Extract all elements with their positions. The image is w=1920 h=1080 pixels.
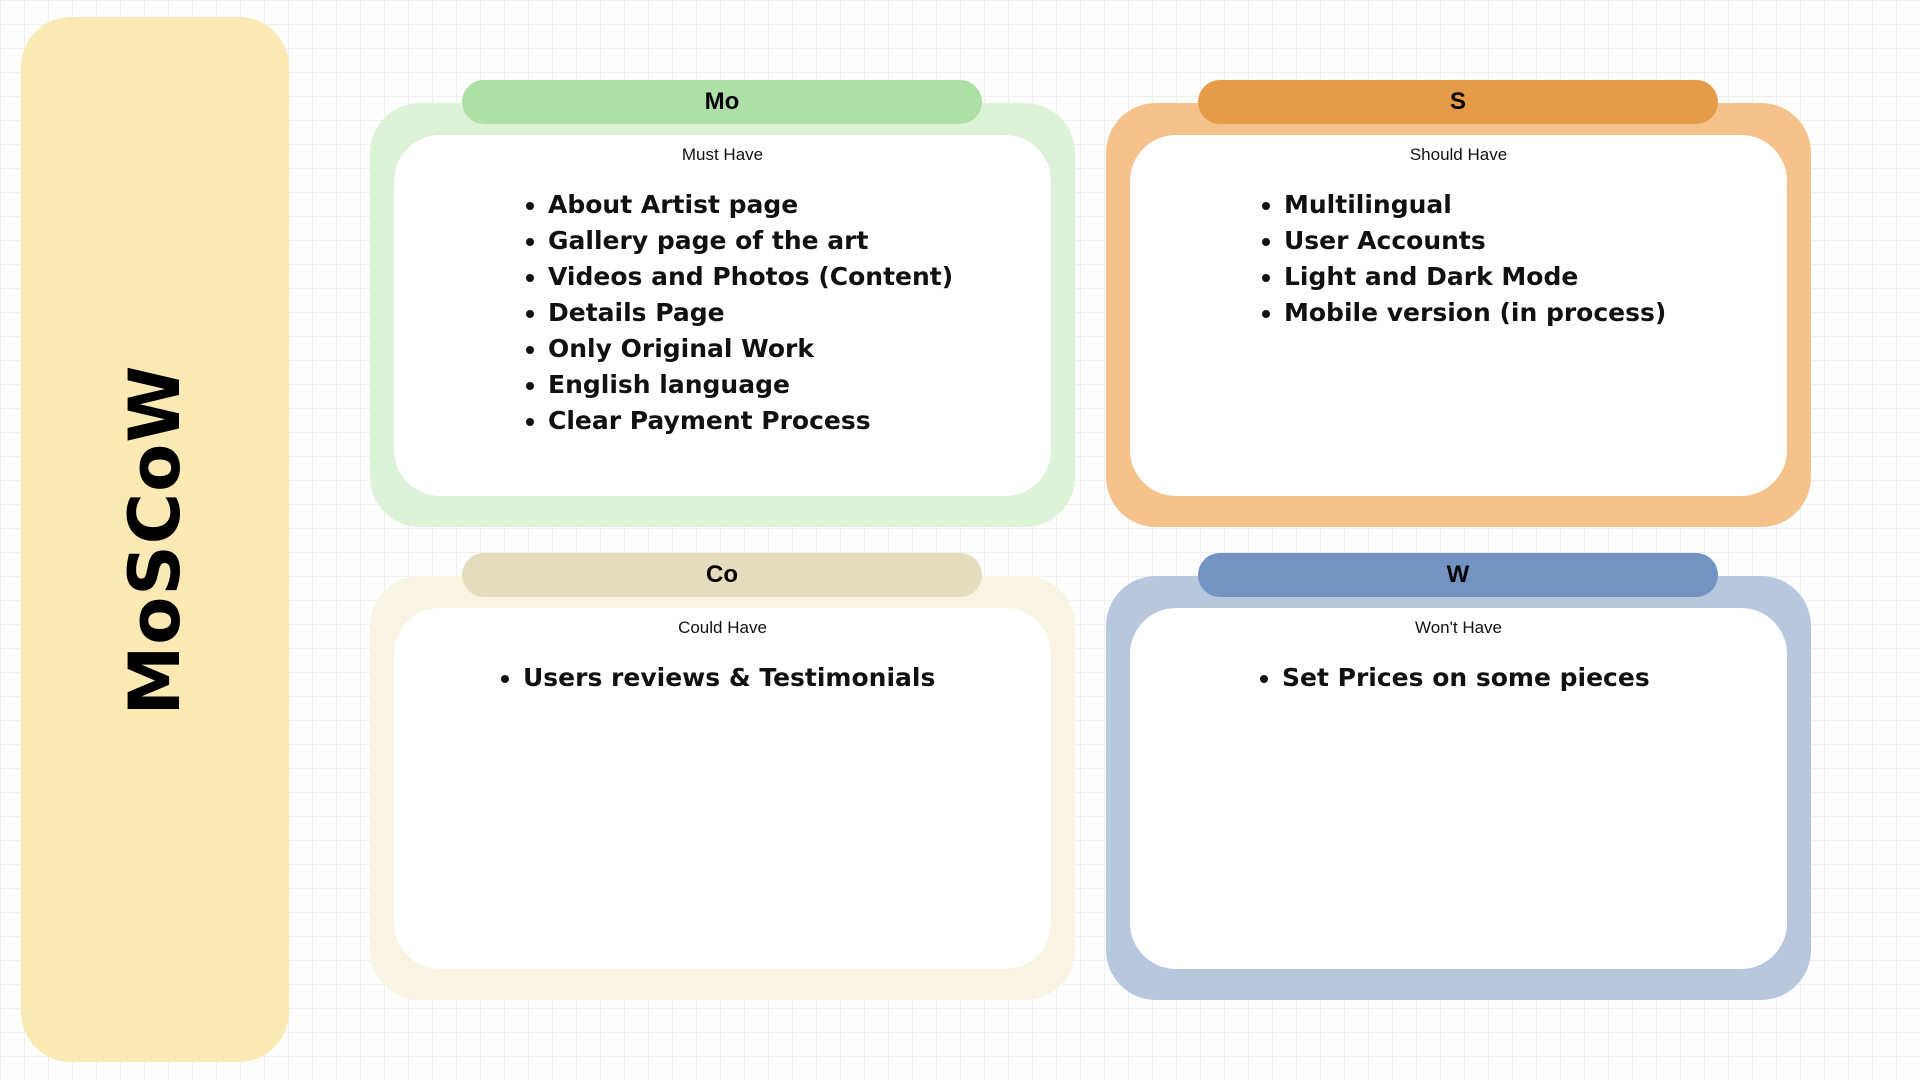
list-item: English language bbox=[548, 367, 953, 403]
moscow-title-panel bbox=[21, 17, 289, 1062]
wont-have-list: Set Prices on some pieces bbox=[1256, 660, 1650, 696]
list-item: Mobile version (in process) bbox=[1284, 295, 1666, 331]
must-have-subtitle: Must Have bbox=[681, 145, 764, 164]
could-have-body: Could Have Users reviews & Testimonials bbox=[394, 608, 1051, 969]
list-item: Gallery page of the art bbox=[548, 223, 953, 259]
list-item: Videos and Photos (Content) bbox=[548, 259, 953, 295]
could-have-list: Users reviews & Testimonials bbox=[497, 660, 935, 696]
could-have-card: Co Could Have Users reviews & Testimonia… bbox=[370, 553, 1075, 1000]
should-have-subtitle: Should Have bbox=[1409, 145, 1508, 164]
should-have-card: S Should Have MultilingualUser AccountsL… bbox=[1106, 80, 1811, 527]
wont-have-card: W Won't Have Set Prices on some pieces bbox=[1106, 553, 1811, 1000]
list-item: Clear Payment Process bbox=[548, 403, 953, 439]
could-have-tag: Co bbox=[462, 553, 982, 597]
must-have-list: About Artist pageGallery page of the art… bbox=[522, 187, 953, 439]
list-item: User Accounts bbox=[1284, 223, 1666, 259]
must-have-body: Must Have About Artist pageGallery page … bbox=[394, 135, 1051, 496]
list-item: About Artist page bbox=[548, 187, 953, 223]
list-item: Users reviews & Testimonials bbox=[523, 660, 935, 696]
wont-have-body: Won't Have Set Prices on some pieces bbox=[1130, 608, 1787, 969]
list-item: Light and Dark Mode bbox=[1284, 259, 1666, 295]
list-item: Set Prices on some pieces bbox=[1282, 660, 1650, 696]
moscow-title: MoSCoW bbox=[114, 364, 196, 716]
could-have-subtitle: Could Have bbox=[678, 618, 767, 637]
list-item: Multilingual bbox=[1284, 187, 1666, 223]
should-have-list: MultilingualUser AccountsLight and Dark … bbox=[1258, 187, 1666, 331]
list-item: Only Original Work bbox=[548, 331, 953, 367]
should-have-body: Should Have MultilingualUser AccountsLig… bbox=[1130, 135, 1787, 496]
wont-have-tag: W bbox=[1198, 553, 1718, 597]
should-have-tag: S bbox=[1198, 80, 1718, 124]
wont-have-subtitle: Won't Have bbox=[1414, 618, 1503, 637]
must-have-card: Mo Must Have About Artist pageGallery pa… bbox=[370, 80, 1075, 527]
must-have-tag: Mo bbox=[462, 80, 982, 124]
list-item: Details Page bbox=[548, 295, 953, 331]
